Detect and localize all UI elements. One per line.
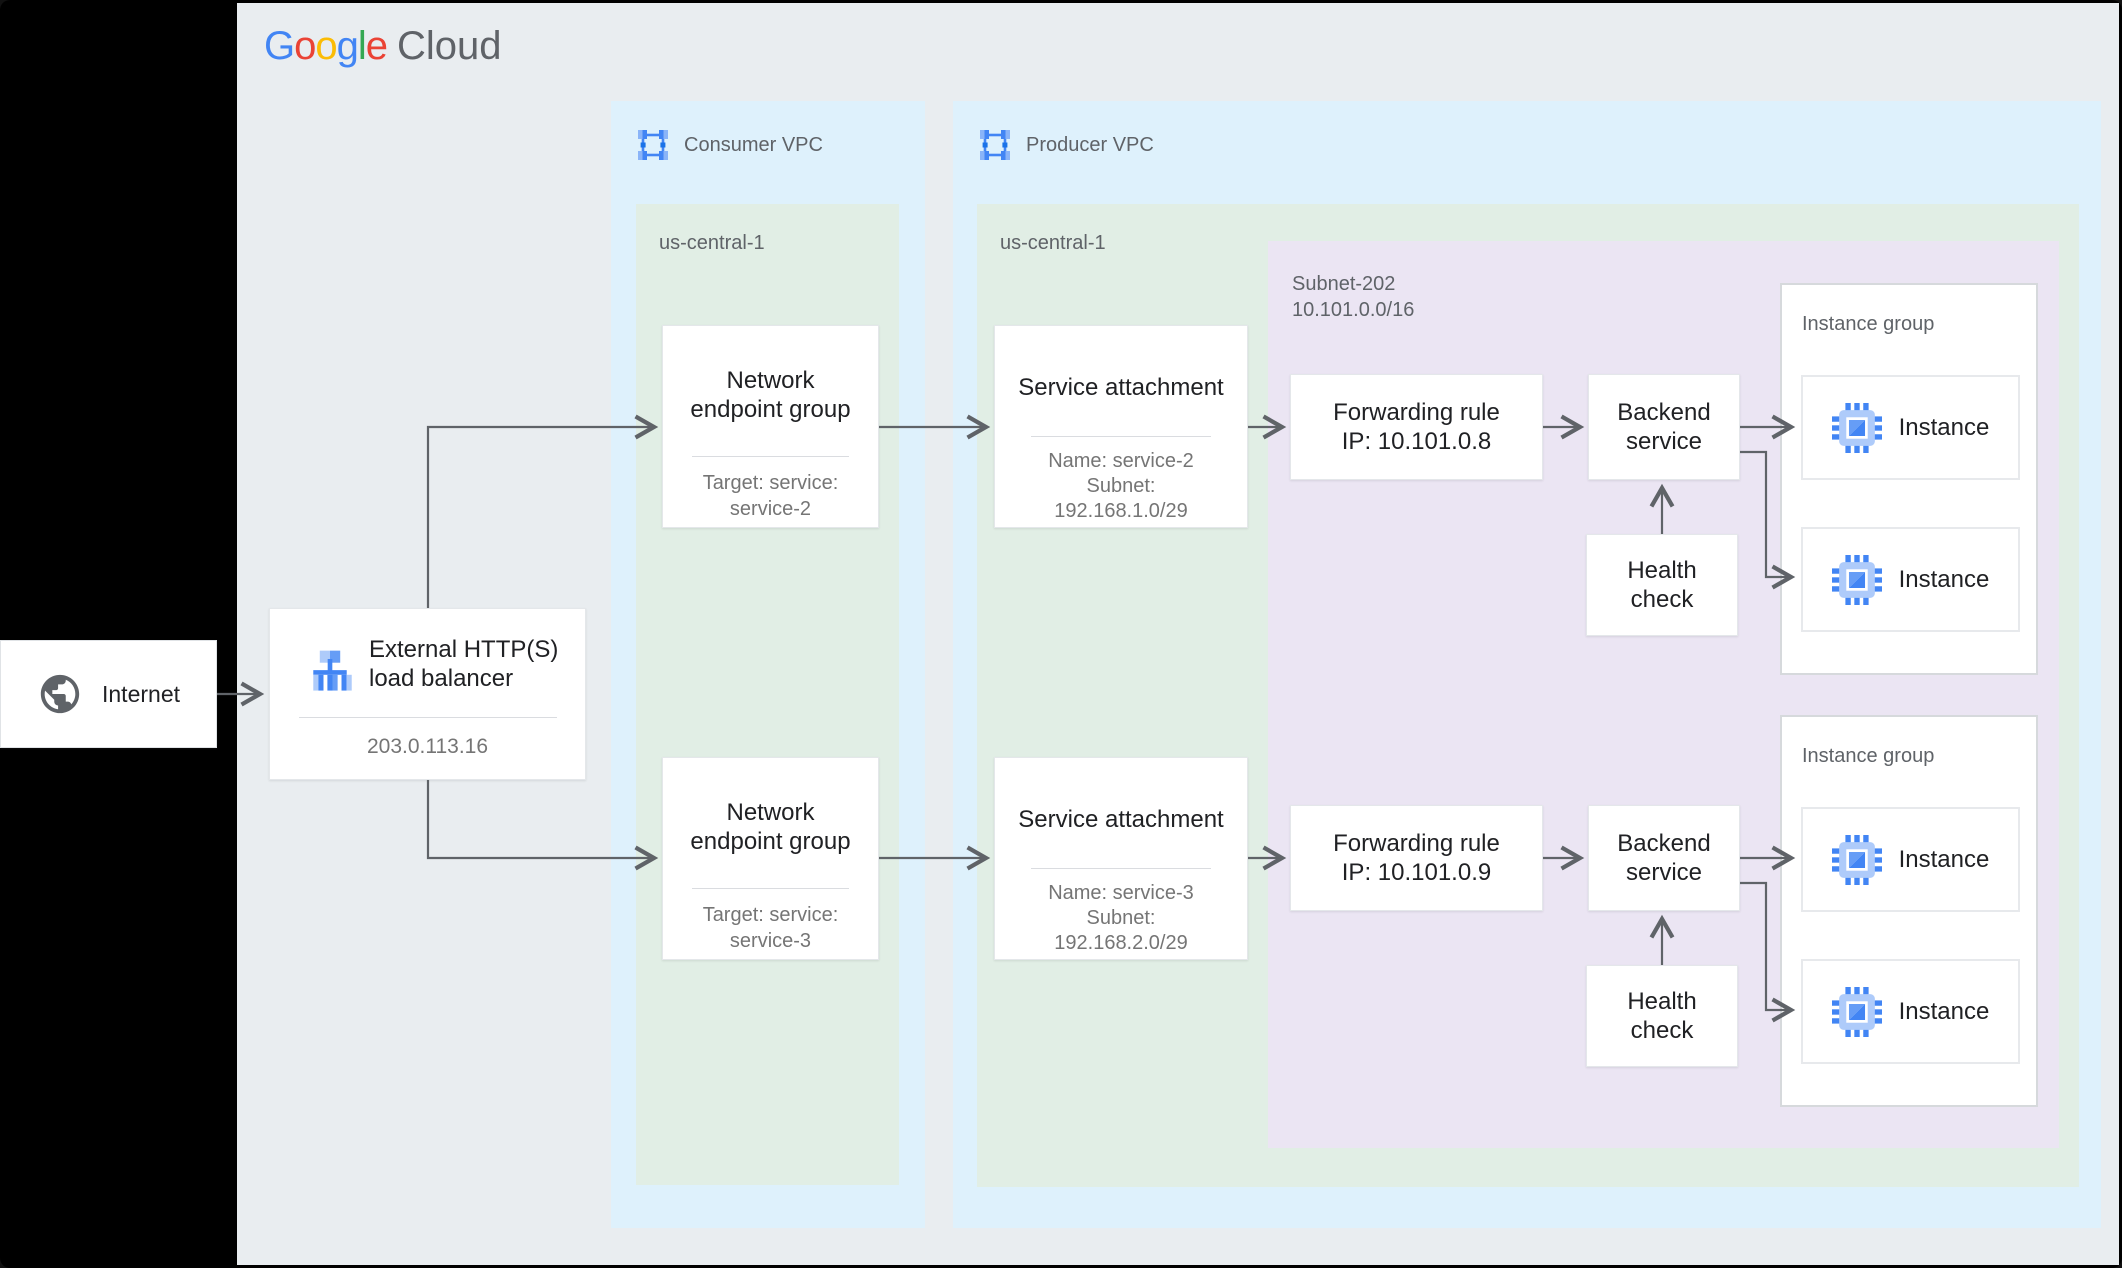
compute-instance-icon bbox=[1831, 986, 1882, 1037]
vpc-network-icon bbox=[636, 128, 670, 162]
network-endpoint-group-box: Network endpoint group Target: service: … bbox=[662, 325, 879, 528]
instance-label: Instance bbox=[1898, 565, 1990, 593]
service-attachment-box: Service attachment Name: service-3 Subne… bbox=[994, 757, 1248, 960]
vpc-network-icon bbox=[978, 128, 1012, 162]
neg-target: Target: service: service-3 bbox=[663, 902, 878, 954]
internet-label: Internet bbox=[102, 680, 180, 707]
forwarding-rule-box: Forwarding rule IP: 10.101.0.9 bbox=[1290, 805, 1543, 911]
lb-title-line1: External HTTP(S) bbox=[369, 636, 559, 663]
forwarding-rule-ip: IP: 10.101.0.8 bbox=[1341, 428, 1492, 455]
network-endpoint-group-box: Network endpoint group Target: service: … bbox=[662, 757, 879, 960]
subnet-202-container: Subnet-202 10.101.0.0/16 Forwarding rule… bbox=[1268, 241, 2059, 1148]
logo-letter: e bbox=[365, 24, 388, 68]
backend-service-line2: service bbox=[1625, 859, 1703, 886]
sa-subnet-cidr: 192.168.1.0/29 bbox=[1054, 500, 1188, 522]
neg-title-line2: endpoint group bbox=[690, 828, 851, 855]
neg-title: Network endpoint group bbox=[663, 366, 878, 424]
health-check-box: Health check bbox=[1586, 534, 1738, 636]
health-check-line1: Health bbox=[1627, 988, 1697, 1015]
logo-letter: g bbox=[336, 24, 359, 68]
instance-group-box: Instance group Instance Instance bbox=[1780, 715, 2038, 1107]
backend-service-line1: Backend bbox=[1617, 830, 1711, 857]
lb-title: External HTTP(S) load balancer bbox=[369, 635, 558, 693]
logo-letter: l bbox=[357, 24, 367, 68]
neg-title-line1: Network bbox=[726, 799, 815, 826]
instance-group-label: Instance group bbox=[1802, 745, 1935, 767]
logo-letter: o bbox=[315, 24, 337, 68]
instance-box: Instance bbox=[1801, 959, 2020, 1064]
sa-details: Name: service-2 Subnet: 192.168.1.0/29 bbox=[995, 449, 1247, 524]
load-balancer-icon bbox=[313, 650, 352, 691]
consumer-region-box: us-central-1 Network endpoint group Targ… bbox=[636, 204, 899, 1185]
internet-box: Internet bbox=[0, 640, 217, 748]
producer-vpc-label: Producer VPC bbox=[1026, 134, 1154, 156]
sa-title: Service attachment bbox=[1018, 374, 1224, 401]
region-label: us-central-1 bbox=[659, 232, 765, 254]
instance-group-label: Instance group bbox=[1802, 313, 1935, 335]
consumer-vpc-container: Consumer VPC us-central-1 Network endpoi… bbox=[611, 101, 925, 1228]
sa-name: Name: service-3 bbox=[1048, 882, 1194, 904]
health-check-box: Health check bbox=[1586, 965, 1738, 1067]
producer-vpc-container: Producer VPC us-central-1 Service attach… bbox=[953, 101, 2101, 1228]
health-check-line2: check bbox=[1630, 1017, 1694, 1044]
logo-letter: o bbox=[294, 24, 316, 68]
producer-region-box: us-central-1 Service attachment Name: se… bbox=[977, 204, 2079, 1187]
neg-title: Network endpoint group bbox=[663, 798, 878, 856]
neg-target-line2: service-2 bbox=[729, 498, 812, 520]
instance-group-box: Instance group Instance Instance bbox=[1780, 283, 2038, 675]
sa-title: Service attachment bbox=[1018, 806, 1224, 833]
consumer-vpc-label: Consumer VPC bbox=[684, 134, 823, 156]
neg-title-line2: endpoint group bbox=[690, 396, 851, 423]
backend-service-line1: Backend bbox=[1617, 399, 1711, 426]
compute-instance-icon bbox=[1831, 834, 1882, 885]
neg-target-line1: Target: service: bbox=[702, 904, 839, 926]
instance-box: Instance bbox=[1801, 527, 2020, 632]
divider bbox=[1031, 436, 1211, 437]
logo-product-label: Cloud bbox=[397, 24, 502, 68]
instance-box: Instance bbox=[1801, 375, 2020, 480]
service-attachment-box: Service attachment Name: service-2 Subne… bbox=[994, 325, 1248, 528]
region-label: us-central-1 bbox=[1000, 232, 1106, 254]
sa-subnet-label: Subnet: bbox=[1086, 475, 1156, 497]
backend-service-box: Backend service bbox=[1588, 374, 1740, 480]
forwarding-rule-title: Forwarding rule bbox=[1333, 830, 1500, 857]
instance-box: Instance bbox=[1801, 807, 2020, 912]
external-lb-box: External HTTP(S) load balancer 203.0.113… bbox=[269, 608, 586, 780]
neg-target-line2: service-3 bbox=[729, 930, 812, 952]
instance-label: Instance bbox=[1898, 413, 1990, 441]
sa-subnet-label: Subnet: bbox=[1086, 907, 1156, 929]
subnet-name: Subnet-202 bbox=[1292, 273, 1396, 295]
globe-icon bbox=[40, 674, 80, 714]
instance-label: Instance bbox=[1898, 845, 1990, 873]
lb-ip-address: 203.0.113.16 bbox=[366, 735, 489, 758]
divider bbox=[692, 456, 849, 457]
subnet-cidr: 10.101.0.0/16 bbox=[1292, 299, 1415, 321]
forwarding-rule-title: Forwarding rule bbox=[1333, 399, 1500, 426]
divider bbox=[1031, 868, 1211, 869]
sa-subnet-cidr: 192.168.2.0/29 bbox=[1054, 932, 1188, 954]
logo-letter: G bbox=[264, 24, 295, 68]
divider bbox=[299, 717, 557, 718]
instance-label: Instance bbox=[1898, 997, 1990, 1025]
forwarding-rule-ip: IP: 10.101.0.9 bbox=[1341, 859, 1492, 886]
sa-name: Name: service-2 bbox=[1048, 450, 1194, 472]
health-check-line1: Health bbox=[1627, 557, 1697, 584]
backend-service-box: Backend service bbox=[1588, 805, 1740, 911]
divider bbox=[692, 888, 849, 889]
neg-target-line1: Target: service: bbox=[702, 472, 839, 494]
health-check-line2: check bbox=[1630, 586, 1694, 613]
backend-service-line2: service bbox=[1625, 428, 1703, 455]
sa-details: Name: service-3 Subnet: 192.168.2.0/29 bbox=[995, 881, 1247, 956]
neg-target: Target: service: service-2 bbox=[663, 470, 878, 522]
compute-instance-icon bbox=[1831, 402, 1882, 453]
subnet-label: Subnet-202 10.101.0.0/16 bbox=[1292, 271, 1414, 323]
lb-title-line2: load balancer bbox=[369, 665, 514, 692]
compute-instance-icon bbox=[1831, 554, 1882, 605]
neg-title-line1: Network bbox=[726, 367, 815, 394]
forwarding-rule-box: Forwarding rule IP: 10.101.0.8 bbox=[1290, 374, 1543, 480]
